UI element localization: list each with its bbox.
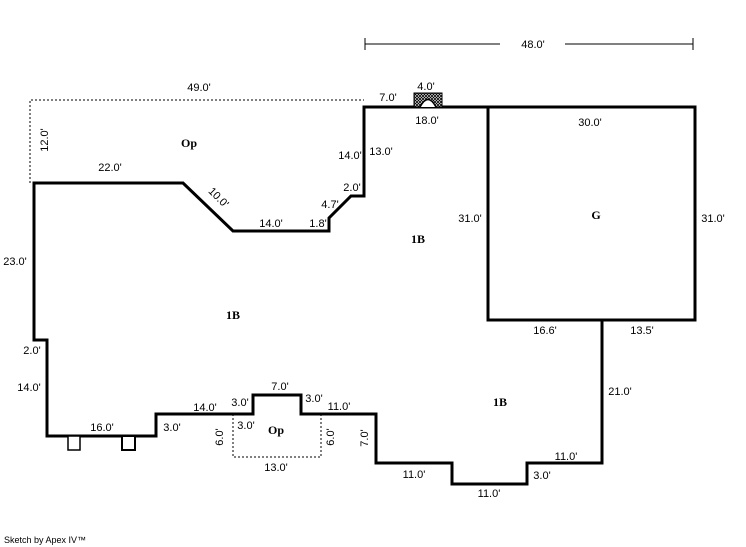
dimension-label: 4.0': [417, 81, 434, 93]
overall-dimension-line: [364, 38, 694, 50]
dimension-label: 3.0': [533, 470, 550, 482]
dimension-label: 3.0': [163, 422, 180, 434]
bay-box-icon: [121, 435, 136, 451]
dimension-label: 22.0': [98, 162, 122, 174]
dimension-label: 14.0': [338, 150, 362, 162]
dimension-label: 2.0': [23, 345, 40, 357]
dimension-label: 3.0': [305, 393, 322, 405]
dimension-label: 16.6': [533, 325, 557, 337]
dimension-label: 13.0': [369, 146, 393, 158]
dimension-label: 7.0': [359, 429, 371, 446]
area-label-garage: G: [591, 208, 600, 222]
house-outline: [32, 105, 697, 486]
open-porch-bottom-outline: [232, 414, 322, 458]
dimension-label: 4.7': [321, 199, 338, 211]
dimension-label: 7.0': [271, 381, 288, 393]
dimension-label: 6.0': [214, 428, 226, 445]
dimension-label: 31.0': [458, 213, 482, 225]
dimension-label: 14.0': [259, 218, 283, 230]
dimension-label: 14.0': [17, 382, 41, 394]
dimension-label: 3.0': [231, 397, 248, 409]
dimension-label: 11.0': [478, 488, 501, 500]
dimension-label: 13.0': [264, 462, 288, 474]
area-label-1b: 1B: [493, 395, 507, 409]
garage-outline: [486, 107, 602, 322]
area-label-op: Op: [181, 136, 197, 150]
dimension-label: 21.0': [608, 386, 632, 398]
dimension-label: 12.0': [39, 128, 51, 152]
dimension-label: 7.0': [379, 92, 396, 104]
area-label-1b: 1B: [226, 308, 240, 322]
dimension-label: 11.0': [555, 451, 578, 463]
open-porch-top-outline: [29, 99, 364, 183]
dimension-label: 49.0': [187, 82, 211, 94]
bay-box-icon: [67, 435, 81, 451]
dimension-label: 11.0': [328, 401, 351, 413]
dimension-label: 18.0': [415, 115, 439, 127]
dimension-label: 23.0': [3, 256, 27, 268]
overall-dimension-label: 48.0': [521, 39, 545, 51]
dimension-label: 2.0': [343, 182, 360, 194]
footer-credit: Sketch by Apex IV™: [4, 535, 86, 545]
dimension-label: 3.0': [237, 420, 254, 432]
dimension-label: 13.5': [630, 325, 654, 337]
dimension-label: 14.0': [193, 402, 217, 414]
dimension-label: 16.0': [90, 422, 114, 434]
area-label-1b: 1B: [411, 232, 425, 246]
dimension-label: 30.0': [578, 117, 602, 129]
dimension-label: 1.8': [309, 218, 326, 230]
dimension-label: 31.0': [701, 213, 725, 225]
area-label-op: Op: [268, 423, 284, 437]
dimension-label: 6.0': [325, 428, 337, 445]
dimension-label: 11.0': [403, 469, 426, 481]
